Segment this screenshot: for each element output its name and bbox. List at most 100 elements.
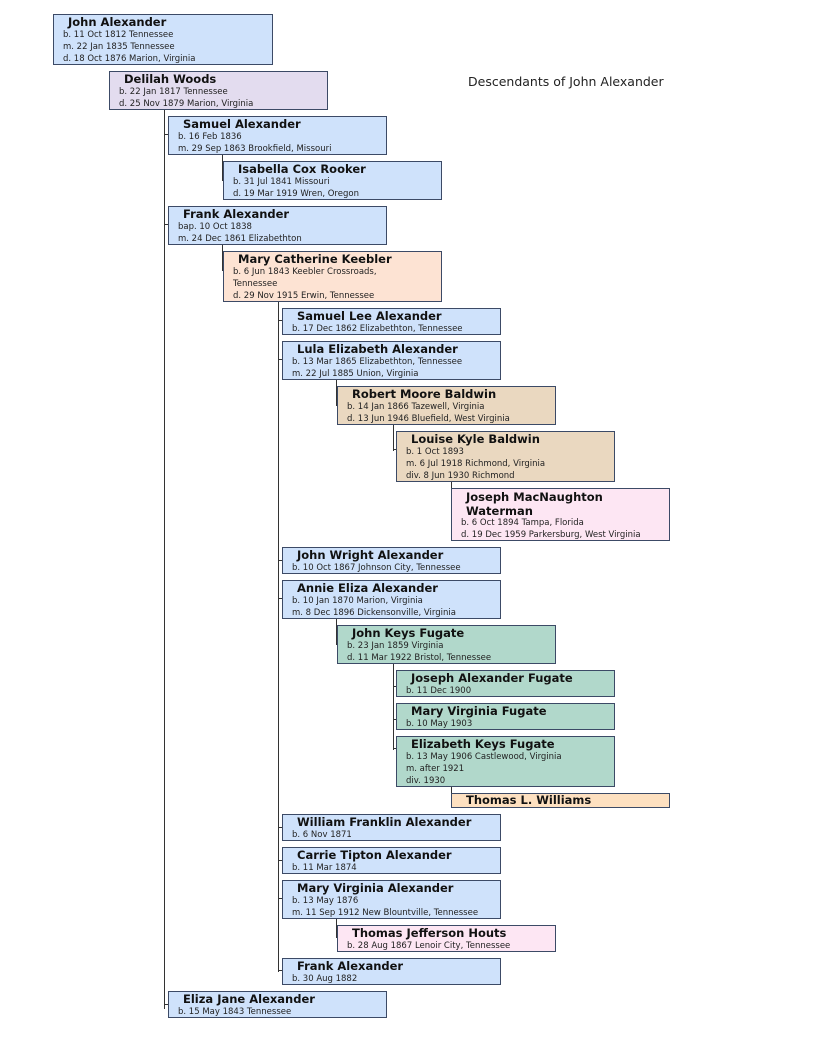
person-mary-virginia-fugate: Mary Virginia Fugate b. 10 May 1903 [396, 703, 615, 730]
person-name: Thomas L. Williams [466, 793, 592, 807]
person-john-keys-fugate: John Keys Fugate b. 23 Jan 1859 Virginia… [337, 625, 556, 664]
person-detail: b. 15 May 1843 Tennessee [178, 1007, 292, 1017]
person-detail: m. 29 Sep 1863 Brookfield, Missouri [178, 144, 332, 154]
connector-fugate-children [393, 663, 394, 750]
tick-samuel-lee [278, 320, 282, 321]
tick-eliza [164, 1004, 168, 1005]
person-detail: d. 18 Oct 1876 Marion, Virginia [63, 54, 196, 64]
person-detail: b. 13 May 1876 [292, 896, 359, 906]
person-john-wright-alexander: John Wright Alexander b. 10 Oct 1867 Joh… [282, 547, 501, 574]
person-detail: b. 10 May 1903 [406, 719, 473, 729]
tick-louise [393, 449, 397, 450]
chart-title: Descendants of John Alexander [468, 74, 664, 89]
person-thomas-jefferson-houts: Thomas Jefferson Houts b. 28 Aug 1867 Le… [337, 925, 556, 952]
person-name: Mary Catherine Keebler [238, 252, 392, 266]
connector-mary-catherine-children [278, 301, 279, 972]
person-detail: m. 22 Jan 1835 Tennessee [63, 42, 175, 52]
person-detail: b. 11 Oct 1812 Tennessee [63, 30, 174, 40]
person-detail: d. 25 Nov 1879 Marion, Virginia [119, 99, 254, 109]
person-detail: m. after 1921 [406, 764, 465, 774]
person-detail: d. 11 Mar 1922 Bristol, Tennessee [347, 653, 492, 663]
person-detail: b. 11 Mar 1874 [292, 863, 357, 873]
person-louise-kyle-baldwin: Louise Kyle Baldwin b. 1 Oct 1893 m. 6 J… [396, 431, 615, 482]
person-eliza-jane-alexander: Eliza Jane Alexander b. 15 May 1843 Tenn… [168, 991, 387, 1018]
person-name: Frank Alexander [297, 959, 404, 973]
person-detail: b. 11 Dec 1900 [406, 686, 472, 696]
person-delilah-woods: Delilah Woods b. 22 Jan 1817 Tennessee d… [109, 71, 328, 110]
tick-joseph-fugate [393, 686, 397, 687]
person-detail: d. 13 Jun 1946 Bluefield, West Virginia [347, 414, 510, 424]
person-detail: b. 17 Dec 1862 Elizabethton, Tennessee [292, 324, 463, 334]
person-name: William Franklin Alexander [297, 815, 472, 829]
person-isabella-cox-rooker: Isabella Cox Rooker b. 31 Jul 1841 Misso… [223, 161, 442, 200]
person-detail: d. 29 Nov 1915 Erwin, Tennessee [233, 291, 375, 301]
person-name: Frank Alexander [183, 207, 290, 221]
connector-lula-spouse [336, 379, 337, 406]
person-detail: div. 1930 [406, 776, 446, 786]
tick-lula [278, 359, 282, 360]
person-name: Carrie Tipton Alexander [297, 848, 452, 862]
person-william-franklin-alexander: William Franklin Alexander b. 6 Nov 1871 [282, 814, 501, 841]
person-name: Annie Eliza Alexander [297, 581, 438, 595]
person-detail: b. 6 Oct 1894 Tampa, Florida [461, 518, 584, 528]
person-detail: m. 8 Dec 1896 Dickensonville, Virginia [292, 608, 456, 618]
connector-annie-spouse [336, 618, 337, 645]
person-name: John Keys Fugate [352, 626, 465, 640]
tick-elizabeth-fugate [393, 748, 397, 749]
connector-delilah-children [164, 109, 165, 1009]
person-detail: b. 13 Mar 1865 Elizabethton, Tennessee [292, 357, 463, 367]
person-detail: d. 19 Mar 1919 Wren, Oregon [233, 189, 359, 199]
person-name: Lula Elizabeth Alexander [297, 342, 458, 356]
person-name: Joseph MacNaughton Waterman [466, 490, 603, 518]
person-samuel-lee-alexander: Samuel Lee Alexander b. 17 Dec 1862 Eliz… [282, 308, 501, 335]
person-detail: m. 22 Jul 1885 Union, Virginia [292, 369, 419, 379]
person-name: Samuel Alexander [183, 117, 301, 131]
person-detail: d. 19 Dec 1959 Parkersburg, West Virgini… [461, 530, 641, 540]
person-detail: b. 30 Aug 1882 [292, 974, 358, 984]
person-detail: Tennessee [233, 279, 278, 289]
person-lula-elizabeth-alexander: Lula Elizabeth Alexander b. 13 Mar 1865 … [282, 341, 501, 380]
connector-robert-children [393, 424, 394, 451]
tick-samuel [164, 134, 168, 135]
person-name: John Alexander [68, 15, 167, 29]
tick-john-wright [278, 560, 282, 561]
connector-frank-spouse [222, 244, 223, 271]
person-name: Delilah Woods [124, 72, 217, 86]
person-name: Louise Kyle Baldwin [411, 432, 540, 446]
person-detail: b. 6 Jun 1843 Keebler Crossroads, [233, 267, 377, 277]
person-detail: b. 13 May 1906 Castlewood, Virginia [406, 752, 562, 762]
person-name: Isabella Cox Rooker [238, 162, 366, 176]
tick-mary-fugate [393, 719, 397, 720]
connector-samuel-spouse [222, 154, 223, 181]
person-joseph-alexander-fugate: Joseph Alexander Fugate b. 11 Dec 1900 [396, 670, 615, 697]
connector-mary-virginia-spouse [336, 918, 337, 938]
person-name: Eliza Jane Alexander [183, 992, 315, 1006]
person-annie-eliza-alexander: Annie Eliza Alexander b. 10 Jan 1870 Mar… [282, 580, 501, 619]
person-detail: bap. 10 Oct 1838 [178, 222, 252, 232]
person-detail: b. 28 Aug 1867 Lenoir City, Tennessee [347, 941, 511, 951]
person-john-alexander: John Alexander b. 11 Oct 1812 Tennessee … [53, 14, 273, 65]
person-detail: b. 23 Jan 1859 Virginia [347, 641, 444, 651]
person-name: Elizabeth Keys Fugate [411, 737, 555, 751]
tick-william [278, 827, 282, 828]
person-name: John Wright Alexander [297, 548, 444, 562]
person-detail: m. 11 Sep 1912 New Blountville, Tennesse… [292, 908, 479, 918]
tick-mary-virginia [278, 898, 282, 899]
person-name: Robert Moore Baldwin [352, 387, 497, 401]
person-detail: b. 31 Jul 1841 Missouri [233, 177, 330, 187]
person-detail: div. 8 Jun 1930 Richmond [406, 471, 515, 481]
person-frank-alexander-1882: Frank Alexander b. 30 Aug 1882 [282, 958, 501, 985]
person-name: Joseph Alexander Fugate [411, 671, 573, 685]
tick-carrie [278, 860, 282, 861]
person-detail: b. 22 Jan 1817 Tennessee [119, 87, 228, 97]
person-detail: m. 6 Jul 1918 Richmond, Virginia [406, 459, 546, 469]
person-detail: b. 10 Jan 1870 Marion, Virginia [292, 596, 423, 606]
person-detail: m. 24 Dec 1861 Elizabethton [178, 234, 302, 244]
person-mary-catherine-keebler: Mary Catherine Keebler b. 6 Jun 1843 Kee… [223, 251, 442, 302]
person-detail: b. 16 Feb 1836 [178, 132, 242, 142]
person-frank-alexander-1838: Frank Alexander bap. 10 Oct 1838 m. 24 D… [168, 206, 387, 245]
person-name: Mary Virginia Fugate [411, 704, 547, 718]
tick-frank [164, 224, 168, 225]
tick-frank-1882 [278, 970, 282, 971]
person-name: Thomas Jefferson Houts [352, 926, 507, 940]
